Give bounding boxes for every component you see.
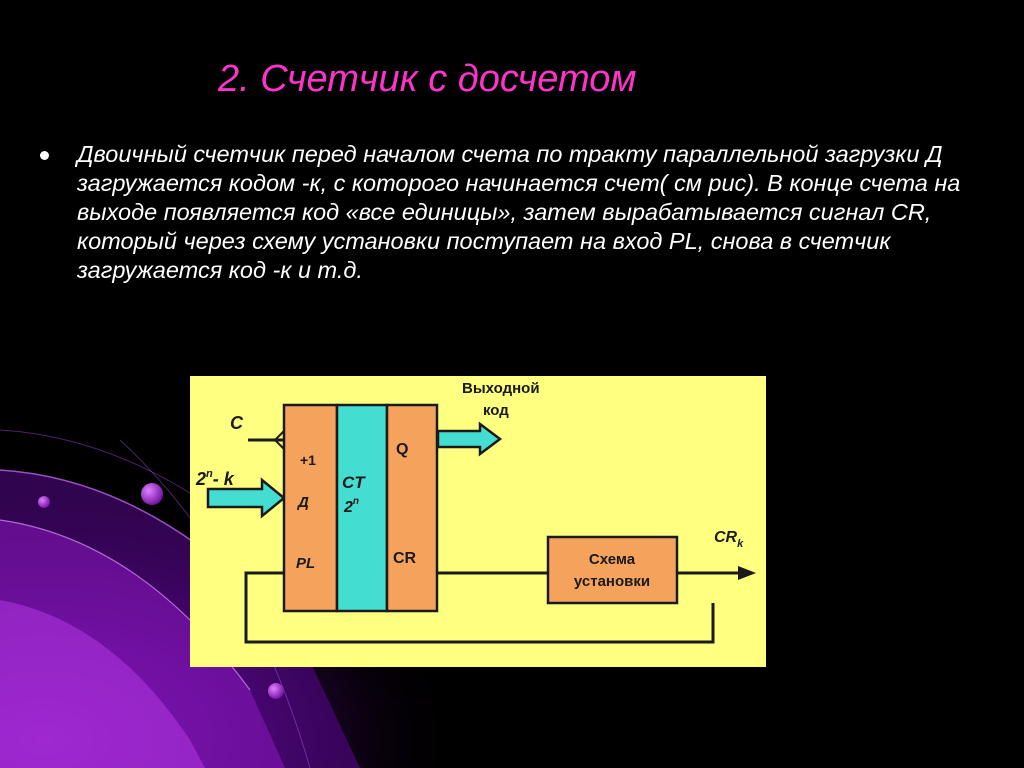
parallel-load-arrow-icon xyxy=(206,477,286,519)
pin-cr-label: CR xyxy=(393,550,417,567)
counter-modulus-label: 2n xyxy=(343,496,359,516)
load-code-label: 2n- k xyxy=(195,468,235,489)
clock-input-label: C xyxy=(230,413,244,433)
diagram-panel xyxy=(190,376,766,667)
pin-plus1-label: +1 xyxy=(300,452,316,468)
bullet-dot-icon xyxy=(40,151,49,160)
counter-type-label: CT xyxy=(342,473,366,492)
setup-block xyxy=(546,535,679,605)
feedback-wires xyxy=(244,438,744,644)
cr-output-label: CRk xyxy=(714,529,744,550)
slide-title: 2. Счетчик с досчетом xyxy=(218,58,637,100)
output-code-arrow-icon xyxy=(436,421,503,457)
counter-diagram: C 2n- k +1 Д PL CT 2n Q CR Выходной код … xyxy=(190,376,766,667)
counter-outputs-section xyxy=(385,403,439,613)
bullet-text: Двоичный счетчик перед началом счета по … xyxy=(77,141,961,283)
bullet-item: Двоичный счетчик перед началом счета по … xyxy=(40,140,980,285)
setup-block-label-line2: установки xyxy=(574,573,650,590)
output-code-label-line2: код xyxy=(483,402,509,419)
setup-block-label-line1: Схема xyxy=(589,551,636,568)
cr-output-arrow-icon xyxy=(738,566,756,580)
pin-d-label: Д xyxy=(296,494,309,511)
counter-core-section xyxy=(335,403,389,613)
orb-decoration xyxy=(141,483,163,505)
pin-pl-label: PL xyxy=(296,555,315,572)
pin-q-label: Q xyxy=(396,441,408,458)
clock-input-triangle-icon xyxy=(273,430,285,450)
output-code-label-line1: Выходной xyxy=(462,380,540,397)
counter-inputs-section xyxy=(282,403,339,613)
